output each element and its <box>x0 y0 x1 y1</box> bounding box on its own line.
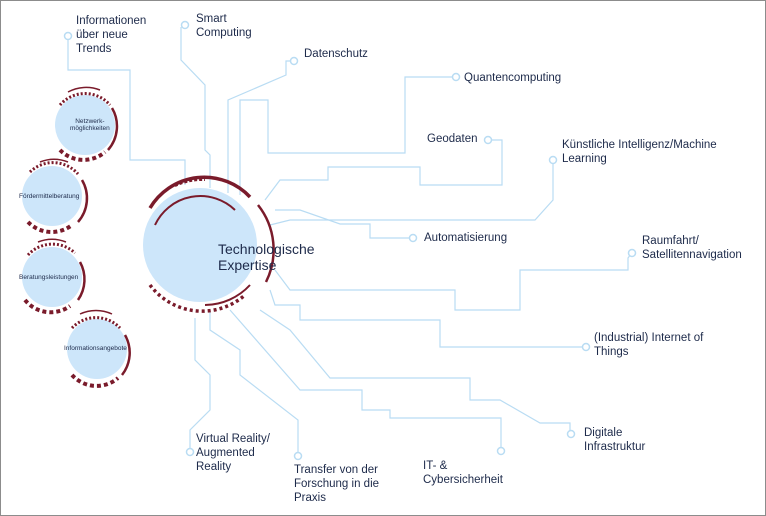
connector-iot <box>269 289 585 348</box>
node-datenschutz <box>289 56 299 66</box>
node-vr <box>185 447 195 457</box>
topic-label-vr: Virtual Reality/ Augmented Reality <box>196 433 270 473</box>
topic-label-raumfahrt: Raumfahrt/ Satellitennavigation <box>642 235 742 261</box>
topic-label-quanten: Quantencomputing <box>464 72 562 84</box>
topic-label-ki: Künstliche Intelligenz/Machine Learning <box>562 139 717 165</box>
connector-it <box>229 309 502 450</box>
topic-label-digitale: Digitale Infrastruktur <box>584 427 646 453</box>
node-raumfahrt <box>627 248 637 258</box>
connector-geodaten <box>264 139 503 201</box>
node-digitale <box>566 429 576 439</box>
center-label: Technologische Expertise <box>218 241 315 273</box>
side-service-foerder <box>22 158 89 235</box>
connector-vr <box>189 318 211 450</box>
connector-quanten <box>239 76 455 195</box>
center-arc-inner <box>154 195 236 226</box>
side-service-netzwerk <box>55 86 119 162</box>
node-it <box>496 446 506 456</box>
center-arc-dashed <box>148 283 247 313</box>
topic-label-geodaten: Geodaten <box>427 133 478 145</box>
node-transfer <box>293 451 303 461</box>
node-smart <box>180 20 190 30</box>
center-hub <box>143 175 275 313</box>
connector-automatisierung <box>275 209 412 239</box>
topic-label-transfer: Transfer von der Forschung in die Praxis <box>294 464 380 504</box>
center-arc-outer <box>148 175 252 209</box>
topic-label-datenschutz: Datenschutz <box>304 48 368 60</box>
node-geodaten <box>483 135 493 145</box>
side-service-info <box>67 309 131 388</box>
connector-lines <box>67 27 632 455</box>
center-arc-right <box>257 204 275 283</box>
node-ki <box>548 155 558 165</box>
service-label-info: Informationsangebote <box>64 345 127 352</box>
connector-nodes <box>63 20 637 461</box>
topic-label-automatisierung: Automatisierung <box>424 232 508 244</box>
center-arc-bottom <box>204 284 251 306</box>
node-trends <box>63 31 73 41</box>
node-automatisierung <box>408 233 418 243</box>
topic-label-smart: Smart Computing <box>196 13 252 39</box>
center-arc-top <box>174 178 206 187</box>
node-iot <box>581 342 591 352</box>
topic-label-trends: Informationen über neue Trends <box>76 15 147 55</box>
connector-transfer <box>209 310 299 455</box>
topic-label-iot: (Industrial) Internet of Things <box>594 332 704 358</box>
topic-label-it: IT- & Cybersicherheit <box>423 460 503 486</box>
service-label-netzwerk: Netzwerk- möglichkeiten <box>70 118 110 132</box>
service-label-foerder: Fördermittelberatung <box>19 193 80 200</box>
connector-digitale <box>259 309 571 432</box>
connector-trends <box>67 38 186 185</box>
service-label-beratung: Beratungsleistungen <box>19 274 79 281</box>
center-circle <box>143 188 257 302</box>
connector-datenschutz <box>227 60 294 193</box>
connector-smart <box>180 27 211 188</box>
node-quanten <box>451 72 461 82</box>
side-service-beratung <box>22 238 86 315</box>
connector-raumfahrt <box>274 253 632 311</box>
connector-ki <box>269 160 554 226</box>
